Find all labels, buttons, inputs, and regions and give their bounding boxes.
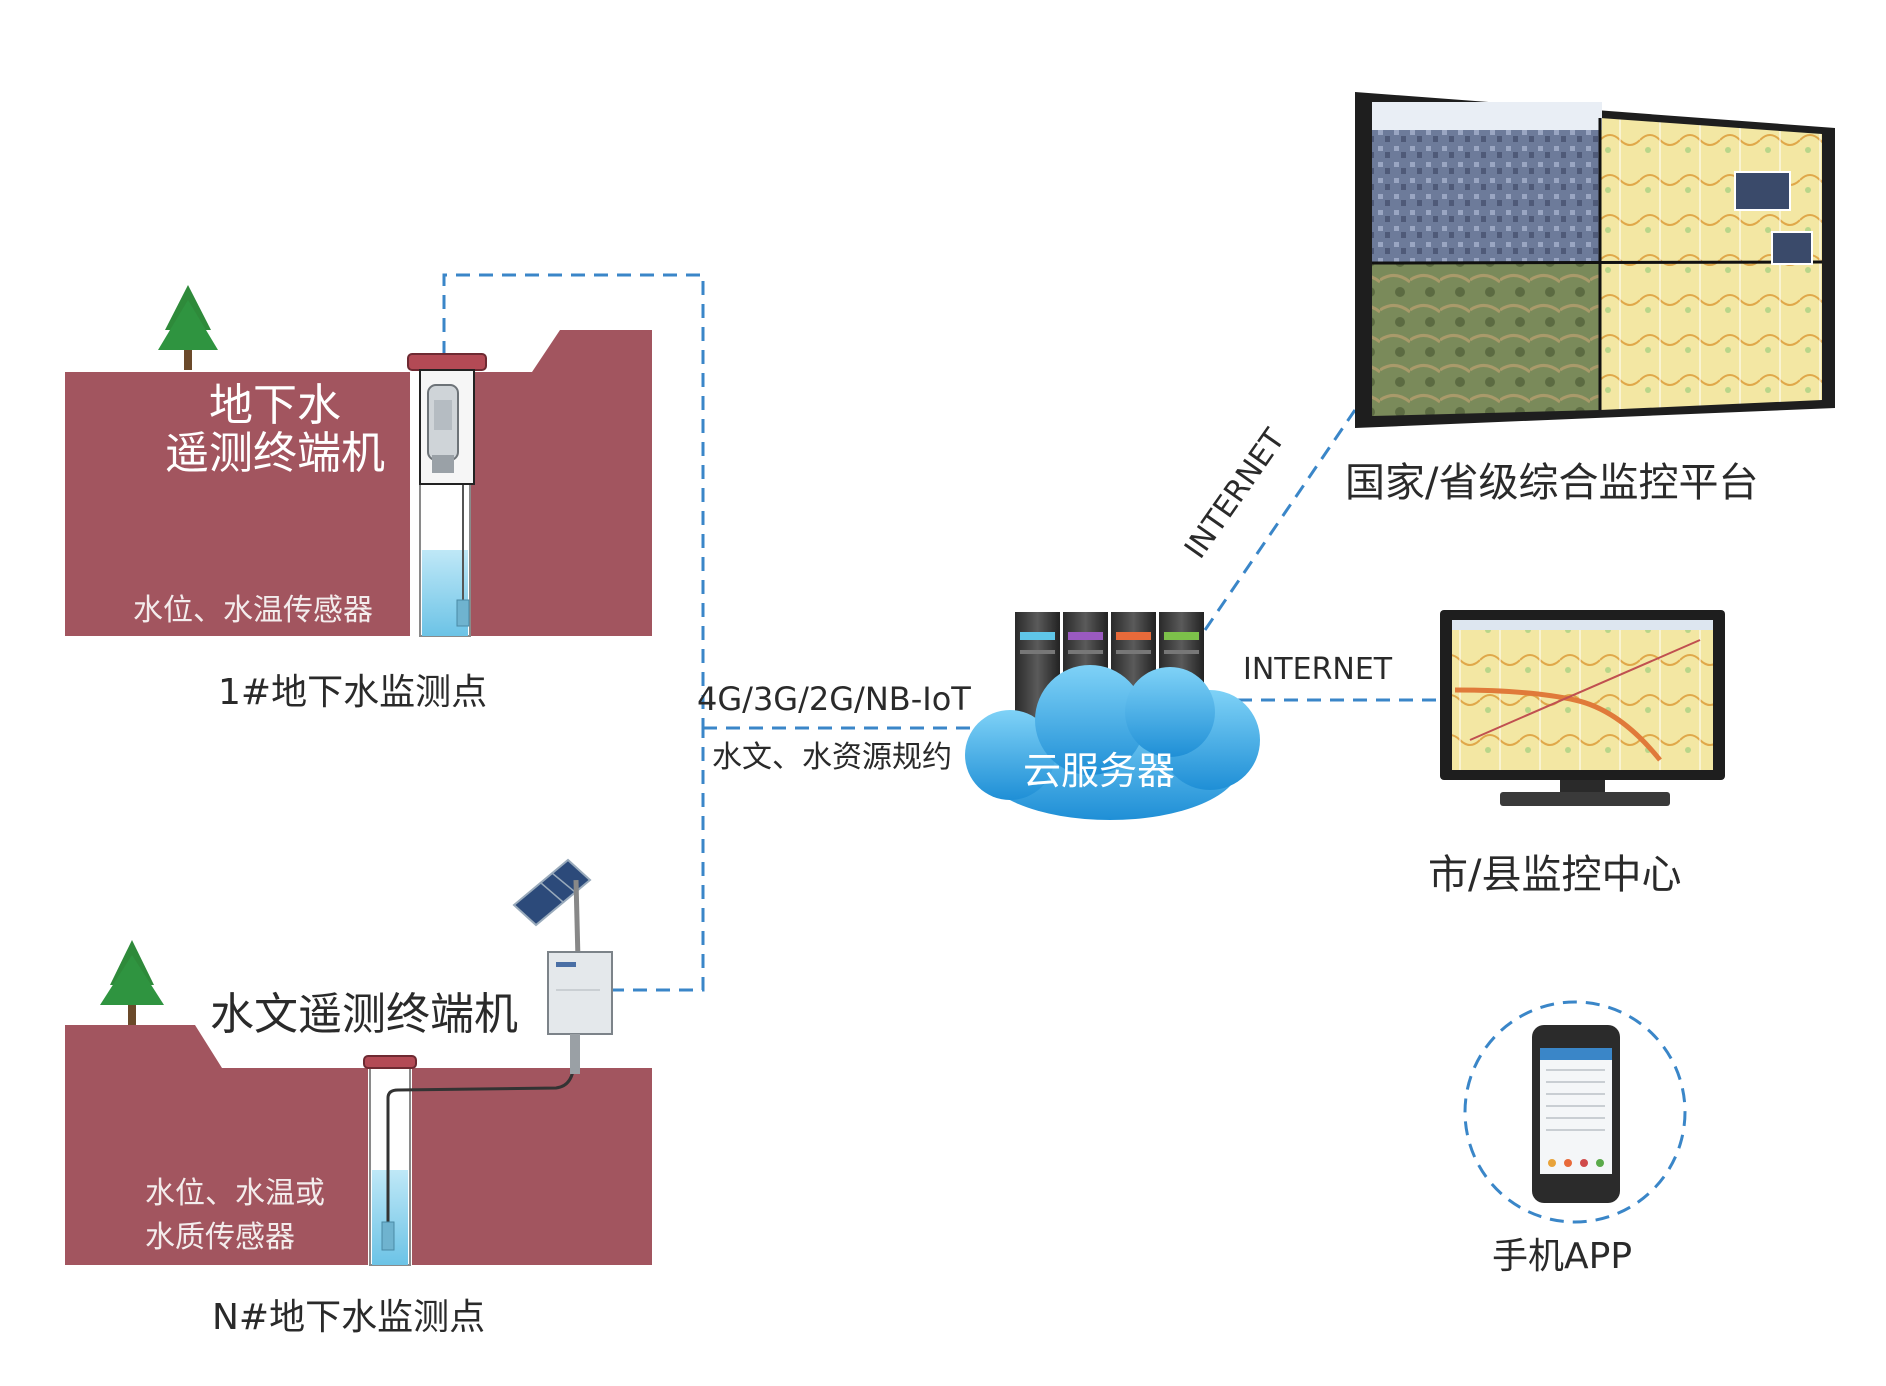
city-center-title: 市/县监控中心: [1428, 852, 1682, 898]
national-platform-title: 国家/省级综合监控平台: [1345, 460, 1759, 506]
comm-standard-label: 水文、水资源规约: [712, 740, 952, 775]
siteN-sensor-line1: 水位、水温或: [145, 1176, 325, 1211]
siteN-sensor-label: 水位、水温或 水质传感器: [145, 1172, 325, 1260]
siteN-link: [610, 728, 705, 992]
site1-terminal-title-line2: 遥测终端机: [165, 428, 385, 479]
mobile-app-title: 手机APP: [1492, 1236, 1633, 1277]
site1-well: [407, 353, 487, 637]
dashed-links: [442, 273, 1687, 1224]
site1-terminal-title: 地下水 遥测终端机: [165, 382, 385, 478]
phone-icon: [1532, 1025, 1620, 1203]
monitor-icon: [1440, 610, 1725, 806]
site1-tree-icon: [158, 285, 218, 370]
cloud-server-label: 云服务器: [1023, 749, 1176, 793]
siteN-well: [363, 1018, 576, 1266]
siteN-terminal-title: 水文遥测终端机: [210, 989, 518, 1040]
site1-sensor-label: 水位、水温传感器: [133, 593, 373, 628]
siteN-caption: N#地下水监测点: [212, 1297, 486, 1338]
solar-panel-icon: [512, 858, 592, 961]
siteN-terminal-device-icon: [547, 951, 613, 1074]
siteN-sensor-line2: 水质传感器: [145, 1220, 295, 1255]
comm-protocol-label: 4G/3G/2G/NB-IoT: [697, 680, 971, 718]
cloud-server-icon: [965, 612, 1260, 820]
site1-ground: [65, 330, 652, 636]
site1-terminal-title-line1: 地下水: [209, 380, 341, 431]
site1-terminal-device-icon: [427, 384, 459, 473]
app-dashed-circle: [1463, 1000, 1687, 1224]
video-wall-icon: [1355, 92, 1835, 428]
internet-label-city: INTERNET: [1243, 652, 1393, 687]
siteN-tree-icon: [100, 940, 164, 1025]
site1-link: [442, 273, 705, 728]
site1-caption: 1#地下水监测点: [218, 672, 488, 713]
siteN-ground: [65, 1025, 652, 1265]
